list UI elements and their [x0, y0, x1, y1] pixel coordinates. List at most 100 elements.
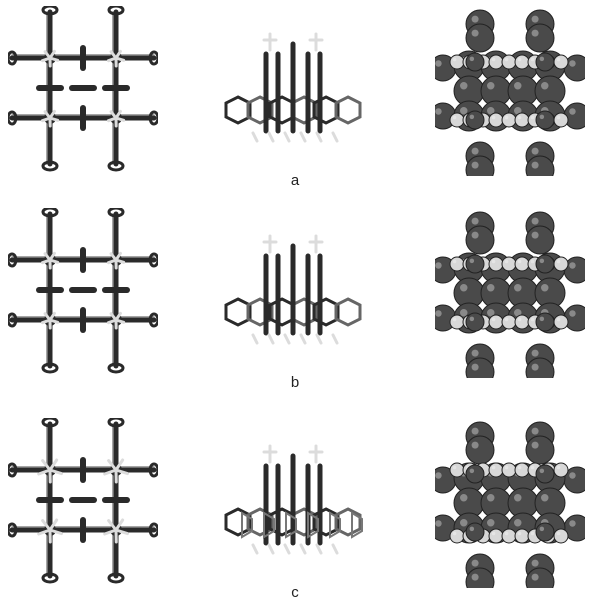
bond [299, 543, 307, 555]
ring [334, 95, 362, 125]
bond [251, 333, 259, 345]
highlight [556, 465, 561, 470]
carbon-sphere [465, 225, 495, 255]
ring-end [107, 208, 125, 218]
hydrogen-sphere [514, 314, 530, 330]
ring [307, 511, 319, 539]
highlight [531, 427, 539, 435]
bond [48, 468, 63, 476]
highlight [531, 349, 539, 357]
bond [114, 468, 129, 476]
ring [334, 297, 362, 327]
highlight [514, 494, 522, 502]
highlight [491, 317, 496, 322]
highlight [514, 107, 522, 115]
ring [290, 95, 318, 125]
stick-top-view-c [8, 418, 158, 588]
highlight [539, 468, 545, 474]
bond [48, 251, 56, 262]
carbon-sphere [465, 155, 495, 176]
bond [331, 333, 339, 345]
highlight [435, 310, 442, 317]
bond [267, 333, 275, 345]
bond [48, 49, 56, 60]
highlight [471, 15, 479, 23]
hydrogen-sphere [553, 54, 569, 70]
hydrogen-sphere [514, 528, 530, 544]
ring-end [107, 418, 125, 428]
panel-label-a: a [290, 172, 300, 189]
bond [283, 543, 291, 555]
highlight [471, 427, 479, 435]
ring-end [8, 312, 18, 328]
bond [114, 49, 122, 60]
bond [315, 131, 323, 143]
carbon-sphere [465, 435, 495, 465]
ring [285, 511, 297, 539]
ring [224, 297, 252, 327]
ring-end [8, 522, 18, 538]
bond [114, 458, 125, 472]
highlight [504, 531, 509, 536]
highlight [531, 559, 539, 567]
highlight [531, 363, 539, 371]
bond [41, 519, 52, 532]
stick-model-side [224, 32, 362, 143]
spacefill-model [435, 421, 585, 588]
bond [37, 468, 52, 476]
highlight [452, 465, 457, 470]
hydrogen-sphere [501, 462, 517, 478]
hydrogen-sphere [514, 112, 530, 128]
hydrogen-sphere [488, 462, 504, 478]
highlight [469, 56, 475, 62]
hydrogen-sphere [488, 112, 504, 128]
highlight [541, 82, 549, 90]
carbon-sphere [535, 464, 555, 484]
hydrogen-sphere [553, 112, 569, 128]
hydrogen-sphere [553, 528, 569, 544]
carbon-sphere [525, 155, 555, 176]
highlight [539, 258, 545, 264]
bond [103, 528, 118, 536]
highlight [530, 531, 535, 536]
highlight [530, 317, 535, 322]
highlight [452, 317, 457, 322]
bond [48, 528, 63, 536]
carbon-sphere [525, 357, 555, 378]
highlight [569, 60, 576, 67]
ring-end [148, 110, 158, 126]
carbon-sphere [525, 225, 555, 255]
hydrogen-sphere [514, 54, 530, 70]
hydrogen-sphere [501, 314, 517, 330]
highlight [504, 115, 509, 120]
highlight [471, 573, 479, 581]
highlight [491, 465, 496, 470]
bond [114, 518, 125, 532]
ring-end [41, 208, 59, 218]
highlight [471, 217, 479, 225]
ring [241, 511, 253, 539]
bond [251, 543, 259, 555]
hydrogen-sphere [553, 314, 569, 330]
carbon-sphere [525, 567, 555, 588]
highlight [471, 441, 479, 449]
highlight [530, 115, 535, 120]
ring-end [41, 160, 59, 172]
bond [283, 333, 291, 345]
ring-end [107, 572, 125, 584]
highlight [460, 309, 468, 317]
bond [114, 251, 122, 262]
carbon-sphere [465, 567, 495, 588]
ring-end [148, 50, 158, 66]
highlight [469, 258, 475, 264]
ring-end [148, 252, 158, 268]
highlight [471, 161, 479, 169]
highlight [514, 519, 522, 527]
stick-top-view-a [8, 6, 158, 176]
ring [224, 95, 252, 125]
stick-model-side [224, 444, 363, 555]
highlight [460, 519, 468, 527]
highlight [556, 317, 561, 322]
carbon-sphere [535, 312, 555, 332]
highlight [487, 82, 495, 90]
